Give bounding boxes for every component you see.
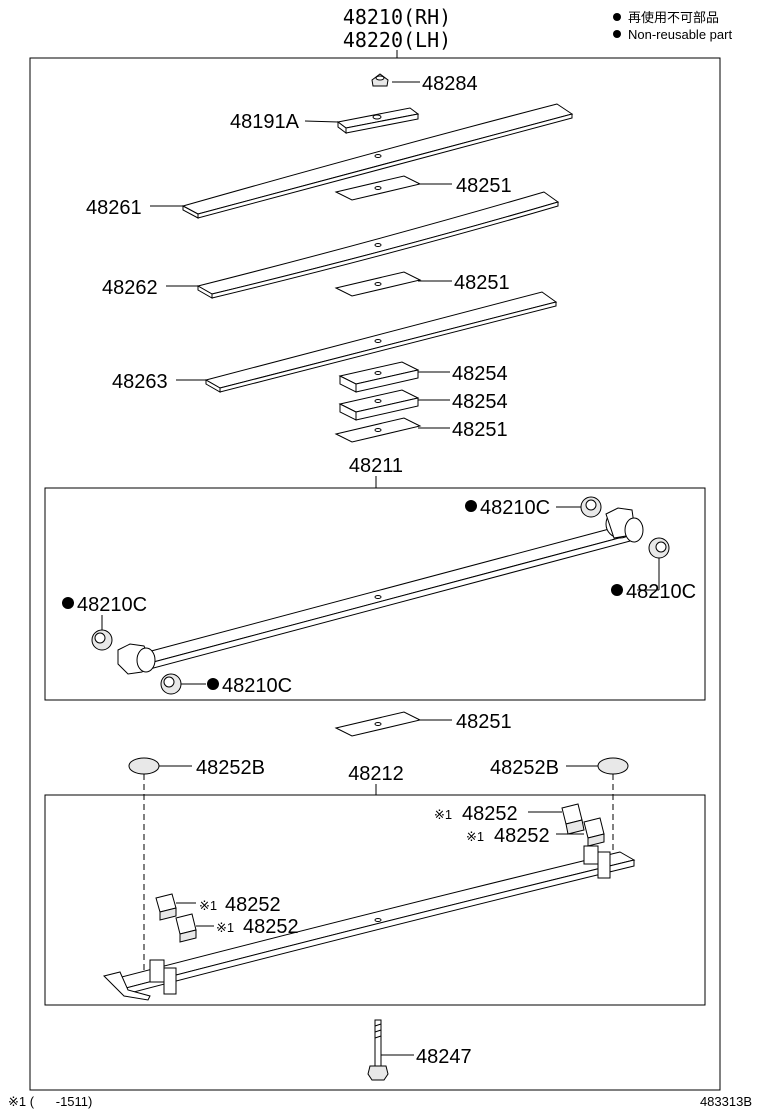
part-48251-a[interactable]: 48251 (456, 175, 512, 197)
bushing-48210c-icon (160, 673, 182, 695)
non-reusable-dot-icon (613, 30, 621, 38)
part-48254-a[interactable]: 48254 (452, 363, 508, 385)
part-48251-b[interactable]: 48251 (454, 272, 510, 294)
figure-id: 483313B (700, 1094, 752, 1109)
non-reusable-dot-icon (465, 500, 477, 512)
note-mark: ※1 (434, 807, 452, 822)
clip-48252-icon (155, 893, 177, 921)
bushing-48210c-icon (580, 496, 602, 518)
clip-48252-icon (561, 803, 585, 835)
subassembly-frame-48211 (44, 487, 706, 701)
assembly-label-rh[interactable]: 48210(RH) (343, 5, 451, 29)
part-48210c-left[interactable]: 48210C (77, 594, 147, 616)
non-reusable-dot-icon (613, 13, 621, 21)
part-48247[interactable]: 48247 (416, 1046, 472, 1068)
note-mark: ※1 (216, 920, 234, 935)
subassembly-frame-48212 (44, 794, 706, 1006)
clip-48252-icon (175, 913, 197, 943)
spacer-48254-icon (338, 361, 420, 393)
bushing-48210c-icon (648, 537, 670, 559)
leaf-48261-icon (181, 103, 574, 219)
note-mark: ※1 (199, 898, 217, 913)
part-48284[interactable]: 48284 (422, 73, 478, 95)
part-48210c-bottom[interactable]: 48210C (222, 675, 292, 697)
non-reusable-dot-icon (611, 584, 623, 596)
part-48254-b[interactable]: 48254 (452, 391, 508, 413)
lower-leaf-48212-icon (103, 845, 636, 1001)
part-48191a[interactable]: 48191A (230, 111, 300, 133)
part-48211[interactable]: 48211 (349, 455, 403, 477)
part-48261[interactable]: 48261 (86, 197, 142, 219)
non-reusable-dot-icon (207, 678, 219, 690)
part-48251-c[interactable]: 48251 (452, 419, 508, 441)
footer-note: ※1 ( -1511) (8, 1094, 92, 1109)
bolt-48247-icon (367, 1019, 389, 1081)
pad-48251-icon (334, 175, 422, 201)
part-48252-2[interactable]: 48252 (494, 825, 550, 847)
part-48210c-right[interactable]: 48210C (626, 581, 696, 603)
nut-48284-icon (371, 73, 389, 87)
assembly-frame (29, 57, 721, 1091)
legend-jp: 再使用不可部品 (628, 10, 719, 25)
part-48252-4[interactable]: 48252 (243, 916, 299, 938)
pad-48251-icon (334, 271, 422, 297)
main-leaf-48211-icon (117, 507, 644, 675)
plate-48191a-icon (336, 107, 420, 134)
spacer-48254-icon (338, 389, 420, 421)
part-48252-3[interactable]: 48252 (225, 894, 281, 916)
part-48252b-left[interactable]: 48252B (196, 757, 265, 779)
part-48251-d[interactable]: 48251 (456, 711, 512, 733)
assembly-label-lh[interactable]: 48220(LH) (343, 28, 451, 52)
cap-48252b-icon (597, 757, 629, 775)
leader-line (304, 120, 339, 123)
pad-48251-icon (334, 711, 422, 737)
part-48263[interactable]: 48263 (112, 371, 168, 393)
pad-48251-icon (334, 417, 422, 443)
note-mark: ※1 (466, 829, 484, 844)
non-reusable-dot-icon (62, 597, 74, 609)
cap-48252b-icon (128, 757, 160, 775)
legend-en: Non-reusable part (628, 27, 732, 42)
part-48252b-right[interactable]: 48252B (490, 757, 559, 779)
clip-48252-icon (583, 817, 605, 847)
leaf-48262-icon (196, 191, 560, 299)
part-48210c-top-right[interactable]: 48210C (480, 497, 550, 519)
leaf-48263-icon (204, 291, 558, 393)
part-48252-1[interactable]: 48252 (462, 803, 518, 825)
part-48262[interactable]: 48262 (102, 277, 158, 299)
bushing-48210c-icon (91, 629, 113, 651)
part-48212[interactable]: 48212 (348, 763, 404, 785)
